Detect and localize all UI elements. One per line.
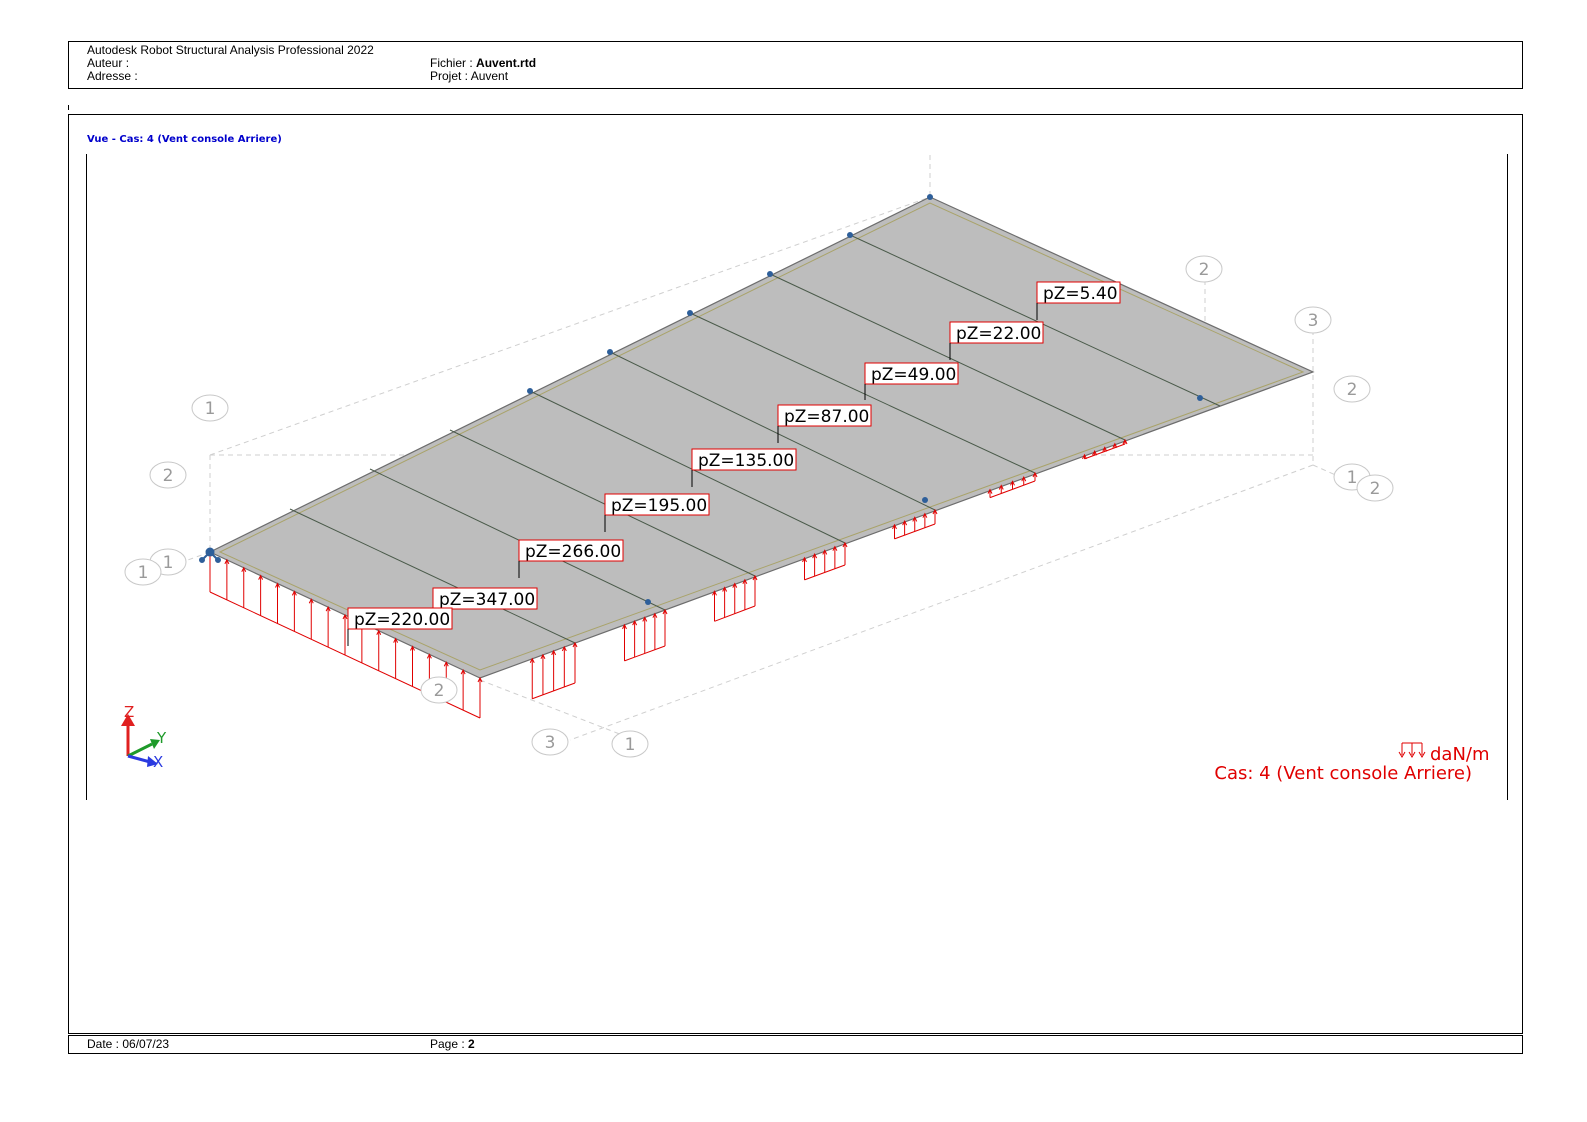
margin-tick [68, 105, 69, 110]
support-icon [199, 547, 221, 563]
grid-bubble-label: 2 [434, 681, 445, 701]
file-info: Fichier : Auvent.rtd [430, 57, 536, 70]
load-legend-icon [1398, 742, 1426, 758]
svg-text:pZ=5.40: pZ=5.40 [1043, 284, 1118, 304]
grid-bubble-label: 2 [1370, 479, 1381, 499]
grid-bubble-label: 3 [1308, 311, 1319, 331]
svg-text:pZ=22.00: pZ=22.00 [956, 324, 1041, 344]
author-label: Auteur : [87, 56, 130, 70]
page-value: 2 [468, 1037, 475, 1051]
svg-text:pZ=87.00: pZ=87.00 [784, 407, 869, 427]
date-info: Date : 06/07/23 [87, 1038, 169, 1051]
grid-bubbles: 2 3 2 1 2 1 2 1 1 2 3 1 [124, 255, 1394, 758]
date-label: Date : [87, 1037, 120, 1051]
view-frame [68, 114, 1523, 1034]
page-header: Autodesk Robot Structural Analysis Profe… [68, 41, 1523, 89]
svg-text:pZ=135.00: pZ=135.00 [698, 451, 794, 471]
load-label: pZ=220.00 [347, 607, 453, 646]
svg-text:pZ=266.00: pZ=266.00 [525, 542, 621, 562]
app-name: Autodesk Robot Structural Analysis Profe… [87, 43, 374, 57]
axis-z-label: Z [124, 703, 134, 721]
axis-x-label: X [153, 753, 163, 771]
file-value: Auvent.rtd [476, 56, 537, 70]
load-label: pZ=195.00 [604, 493, 710, 532]
grid-bubble-label: 2 [1199, 260, 1210, 280]
address-label: Adresse : [87, 69, 138, 83]
load-label: pZ=5.40 [1036, 281, 1121, 320]
axis-triad: Z Y X [121, 703, 167, 771]
project-value: Auvent [470, 69, 509, 83]
grid-bubble-label: 1 [1347, 468, 1358, 488]
page-label: Page : [430, 1037, 465, 1051]
grid-bubble-label: 2 [1347, 380, 1358, 400]
grid-bubble-label: 1 [205, 399, 216, 419]
load-label: pZ=22.00 [949, 321, 1044, 360]
view-border-left [86, 154, 87, 800]
date-value: 06/07/23 [122, 1037, 170, 1051]
project-info: Projet : Auvent [430, 70, 508, 83]
load-labels: pZ=5.40 pZ=22.00 pZ=49.00 pZ=87.00 pZ=13… [347, 281, 1121, 646]
load-label: pZ=87.00 [777, 404, 872, 443]
nodes [527, 194, 1203, 605]
page-info: Page : 2 [430, 1038, 475, 1051]
grid-bubble-label: 1 [138, 563, 149, 583]
slab-panel[interactable] [208, 196, 1315, 679]
grid-bubble-label: 3 [545, 733, 556, 753]
grid-bubble-label: 1 [625, 735, 636, 755]
slab-edge-inner [218, 202, 1305, 671]
load-label: pZ=135.00 [691, 448, 797, 487]
page-footer: Date : 06/07/23 Page : 2 [68, 1035, 1523, 1054]
load-label: pZ=49.00 [864, 362, 959, 400]
file-label: Fichier : [430, 56, 473, 70]
svg-text:pZ=49.00: pZ=49.00 [871, 365, 956, 385]
legend-unit: daN/m [1430, 744, 1490, 765]
grid-bubble-label: 2 [163, 466, 174, 486]
grid-bubble-label: 1 [163, 553, 174, 573]
svg-text:pZ=220.00: pZ=220.00 [354, 610, 450, 630]
beams [289, 234, 1221, 644]
view-title: Vue - Cas: 4 (Vent console Arriere) [87, 134, 282, 145]
load-label: pZ=266.00 [518, 539, 624, 578]
svg-text:pZ=347.00: pZ=347.00 [439, 590, 535, 610]
legend-case: Cas: 4 (Vent console Arriere) [1214, 763, 1472, 784]
svg-text:pZ=195.00: pZ=195.00 [611, 496, 707, 516]
axis-y-label: Y [156, 729, 167, 747]
project-label: Projet : [430, 69, 469, 83]
view-border-right [1507, 154, 1508, 800]
